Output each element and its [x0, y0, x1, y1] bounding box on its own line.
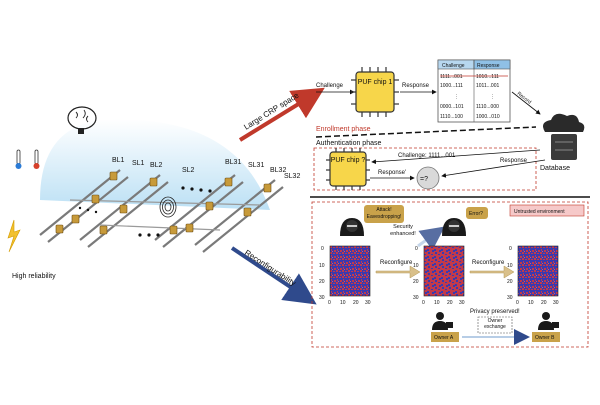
privacy-label: Privacy preserved!	[470, 309, 520, 315]
sourceline-label-2: SL2	[182, 167, 195, 174]
hacker-icon	[340, 218, 364, 236]
sourceline-label-1: SL1	[132, 160, 145, 167]
svg-text:0: 0	[328, 300, 331, 306]
reconfigure-arrow-2	[469, 265, 515, 279]
enrollment-phase-label: Enrollment phase	[316, 126, 371, 133]
compare-label: =?	[420, 176, 428, 183]
svg-text:30: 30	[413, 295, 419, 301]
svg-text:10: 10	[340, 300, 346, 306]
svg-text:20: 20	[447, 300, 453, 306]
bitline-label-2: BL2	[150, 162, 163, 169]
hacker-icon-2	[442, 218, 466, 236]
svg-text:10: 10	[434, 300, 440, 306]
owner-b-badge	[532, 332, 560, 342]
bitline-label-31: BL31	[225, 159, 241, 166]
sourceline-label-32: SL32	[284, 173, 300, 180]
svg-text:1110...000: 1110...000	[476, 104, 499, 110]
svg-text:20: 20	[507, 279, 513, 285]
brain-icon	[67, 106, 97, 134]
bitline-label-1: BL1	[112, 157, 125, 164]
crossbar-array	[39, 169, 284, 253]
authentication-box	[313, 147, 537, 191]
untrusted-box	[311, 201, 589, 348]
reconfigure-arrow-1	[375, 265, 421, 279]
svg-text:20: 20	[541, 300, 547, 306]
svg-text:30: 30	[365, 300, 371, 306]
svg-text:0: 0	[321, 246, 324, 252]
svg-text:0: 0	[422, 300, 425, 306]
svg-text:0: 0	[509, 246, 512, 252]
svg-text:10: 10	[319, 263, 325, 269]
reconfigure-label-1: Reconfigure	[380, 260, 413, 266]
bitline-label-32: BL32	[270, 167, 286, 174]
error-bubble	[466, 207, 488, 219]
svg-text:20: 20	[319, 279, 325, 285]
untrusted-badge	[509, 204, 585, 217]
svg-text:⋮: ⋮	[454, 94, 459, 100]
svg-text:30: 30	[319, 295, 325, 301]
reconfigurability-label: Reconfigurability	[243, 248, 298, 288]
svg-text:1111...001: 1111...001	[440, 74, 463, 80]
reconfig-arrow	[230, 246, 317, 305]
svg-text:30: 30	[459, 300, 465, 306]
database-label: Database	[540, 165, 570, 172]
attack-bubble	[364, 205, 404, 223]
pattern-map-1	[329, 245, 371, 297]
high-reliability-label: High reliability	[12, 273, 56, 280]
thermometer-hot-icon	[33, 149, 40, 169]
database-icon	[543, 113, 585, 160]
fingerprint-icon	[159, 196, 177, 218]
svg-text:1000...010: 1000...010	[476, 114, 500, 120]
sourceline-label-31: SL31	[248, 162, 264, 169]
owner-a-icon	[432, 312, 453, 330]
enroll-challenge-label: Challenge	[316, 83, 344, 89]
owner-b-icon	[538, 312, 559, 330]
map-axis-ticks: 0 10 20 30 0 10 20 30 0 10 20 30 0 10 20…	[319, 246, 559, 306]
auth-challenge-label: Challenge: 1111...001	[398, 153, 456, 159]
auth-response-label: Response	[500, 158, 528, 164]
svg-text:0: 0	[415, 246, 418, 252]
crp-arrow	[238, 87, 325, 142]
svg-text:0000...101: 0000...101	[440, 104, 464, 110]
puf-chip-1: PUF chip 1	[351, 67, 399, 117]
svg-text:20: 20	[413, 279, 419, 285]
svg-text:1011...001: 1011...001	[476, 83, 499, 89]
svg-text:10: 10	[528, 300, 534, 306]
compare-node	[416, 166, 440, 190]
thermometer-cold-icon	[15, 149, 22, 169]
svg-text:30: 30	[507, 295, 513, 301]
authentication-phase-label: Authentication phase	[316, 140, 381, 147]
response-prime-label: Response'	[378, 170, 406, 176]
svg-text:Response: Response	[477, 63, 500, 69]
svg-text:20: 20	[353, 300, 359, 306]
svg-text:10: 10	[507, 263, 513, 269]
svg-text:10: 10	[413, 263, 419, 269]
svg-text:0: 0	[516, 300, 519, 306]
ellipsis-dots	[78, 186, 212, 237]
owner-exchange-box	[477, 316, 513, 334]
untrusted-label: Untrusted environment	[514, 209, 565, 215]
owner-b-label: Owner B	[535, 335, 555, 341]
pattern-map-2	[423, 245, 465, 297]
reconfigure-label-2: Reconfigure	[472, 260, 505, 266]
svg-text:Challenge: Challenge	[442, 63, 465, 69]
lightning-icon	[7, 219, 21, 253]
record-label: Record	[516, 91, 533, 106]
large-crp-label: Large CRP space	[242, 90, 301, 131]
pattern-map-3	[517, 245, 559, 297]
svg-text:⋮: ⋮	[490, 94, 495, 100]
owner-a-badge	[431, 332, 459, 342]
puf-chip-unknown: PUF chip ?	[326, 148, 370, 190]
owner-a-label: Owner A	[434, 335, 454, 341]
svg-text:1110...100: 1110...100	[440, 114, 463, 120]
svg-text:1000...111: 1000...111	[440, 83, 463, 89]
error-label: Error?	[469, 211, 483, 217]
enroll-response-label: Response	[402, 83, 430, 89]
crp-table: Challenge Response 1111...001 1010...111…	[437, 59, 511, 123]
svg-text:1010...111: 1010...111	[476, 74, 499, 80]
memristor-cells	[55, 171, 272, 235]
svg-text:30: 30	[553, 300, 559, 306]
